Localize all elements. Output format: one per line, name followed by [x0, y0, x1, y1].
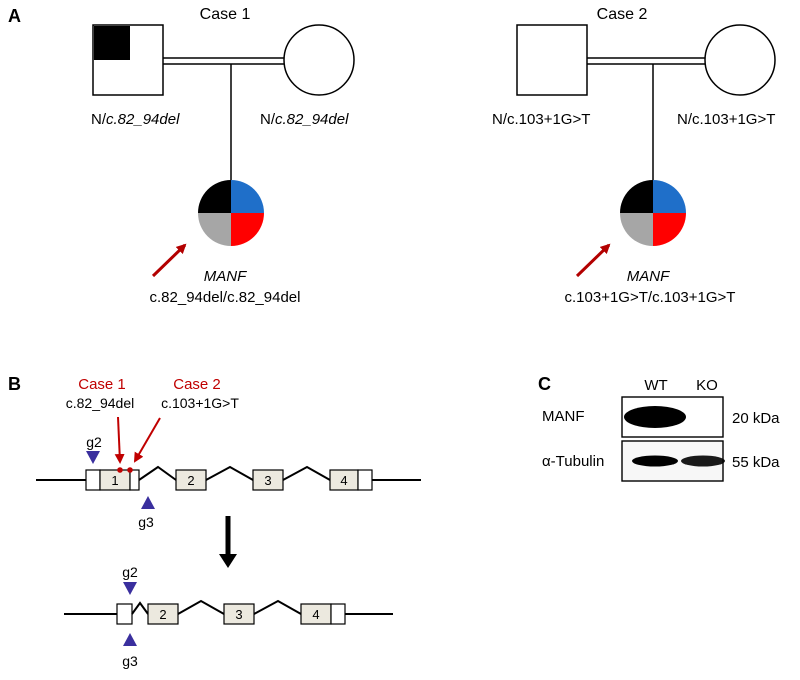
case2-mutation-arrow [133, 417, 161, 463]
knockout-arrow-head [219, 554, 237, 568]
case1-father-genotype: N/c.82_94del [91, 111, 180, 128]
case1-mother-circle [283, 24, 355, 96]
case2-variant: c.103+1G>T [161, 395, 239, 411]
wt-intron-3 [282, 465, 331, 481]
panel-b-letter: B [8, 374, 21, 394]
case2-title: Case 2 [597, 6, 648, 23]
wt-exon-4-label: 4 [340, 473, 347, 488]
blot-bands [624, 406, 725, 467]
case1-proband-arrow [151, 243, 187, 278]
blot-row-1-label: MANF [542, 408, 585, 425]
wt-intron-1 [138, 465, 177, 481]
panel-b: B Case 1 c.82_94del Case 2 c.103+1G>T 1 … [8, 374, 421, 669]
case1-pedigree: Case 1 N/c.82_94del N/c.82_94del MANF [91, 6, 355, 306]
panel-a-letter: A [8, 6, 21, 26]
wt-utr5 [85, 469, 101, 491]
case2-proband-quadrant-black [620, 180, 653, 213]
case2-proband-quadrant-red [653, 213, 686, 246]
blot-row-2-label: α-Tubulin [542, 453, 604, 470]
case1-gene: MANF [204, 268, 247, 285]
ko-intron-3 [253, 599, 302, 615]
wt-guide-g3-label: g3 [138, 514, 154, 530]
case1-proband-quadrant-grey [198, 213, 231, 246]
case1-proband-quadrant-red [231, 213, 264, 246]
blot-row-1-size: 20 kDa [732, 410, 780, 427]
blot-band-1-lane-1 [624, 406, 686, 428]
blot-band-2-lane-2 [681, 455, 725, 467]
panel-c: C WT KO MANF α-Tubulin 20 kDa 55 kDa [538, 374, 780, 482]
wt-intron-2 [205, 465, 254, 481]
ko-guide-g3-label: g3 [122, 653, 138, 669]
panel-c-letter: C [538, 374, 551, 394]
case1-father-filled-quadrant [94, 26, 130, 60]
ko-guide-g2-marker [123, 582, 137, 595]
ko-guide-g2-label: g2 [122, 564, 138, 580]
case2-father-square [516, 24, 588, 96]
wt-exon-2-label: 2 [187, 473, 194, 488]
panel-a: A Case 1 N/c.82_94del N/c.82_94del [8, 6, 776, 306]
ko-intron-2 [177, 599, 225, 615]
case2-mother-genotype: N/c.103+1G>T [677, 111, 775, 128]
blot-band-2-lane-1 [632, 455, 678, 467]
case2-proband-quadrant-blue [653, 180, 686, 213]
case1-mother-genotype: N/c.82_94del [260, 111, 349, 128]
wt-gene-model: 1 2 3 4 [36, 465, 421, 491]
lane-ko-label: KO [696, 377, 718, 394]
ko-exon-4-label: 4 [312, 607, 319, 622]
case2-proband-quadrant-grey [620, 213, 653, 246]
case1-mutation-dot [117, 467, 123, 473]
wt-exon-1-noncoding [129, 469, 140, 491]
wt-exon-1-label: 1 [111, 473, 118, 488]
case2-label: Case 2 [173, 376, 221, 393]
case2-child-genotype: c.103+1G>T/c.103+1G>T [565, 289, 736, 306]
ko-utr3 [330, 603, 346, 625]
ko-junction [131, 601, 149, 615]
wt-exon-3-label: 3 [264, 473, 271, 488]
case1-label: Case 1 [78, 376, 126, 393]
case1-mutation-arrow [114, 416, 125, 464]
case1-proband-quadrant-black [198, 180, 231, 213]
case1-proband [198, 180, 264, 246]
wt-guide-g3-marker [141, 496, 155, 509]
case1-variant: c.82_94del [66, 395, 135, 411]
case2-gene: MANF [627, 268, 670, 285]
wt-guide-g2-label: g2 [86, 434, 102, 450]
lane-wt-label: WT [644, 377, 667, 394]
case2-proband [620, 180, 686, 246]
ko-guide-g3-marker [123, 633, 137, 646]
ko-utr5 [116, 603, 133, 625]
case2-father-genotype: N/c.103+1G>T [492, 111, 590, 128]
wt-guide-g2-marker [86, 451, 100, 464]
ko-gene-model: 2 3 4 [64, 599, 393, 625]
ko-exon-3-label: 3 [235, 607, 242, 622]
ko-exon-2-label: 2 [159, 607, 166, 622]
case2-proband-arrow [575, 243, 611, 278]
case2-mother-circle [704, 24, 776, 96]
blot-row-2-size: 55 kDa [732, 454, 780, 471]
case1-proband-quadrant-blue [231, 180, 264, 213]
case2-mutation-dot [127, 467, 133, 473]
case1-title: Case 1 [200, 6, 251, 23]
case1-child-genotype: c.82_94del/c.82_94del [150, 289, 301, 306]
case2-pedigree: Case 2 N/c.103+1G>T N/c.103+1G>T MANF c.… [492, 6, 776, 306]
wt-utr3 [357, 469, 373, 491]
